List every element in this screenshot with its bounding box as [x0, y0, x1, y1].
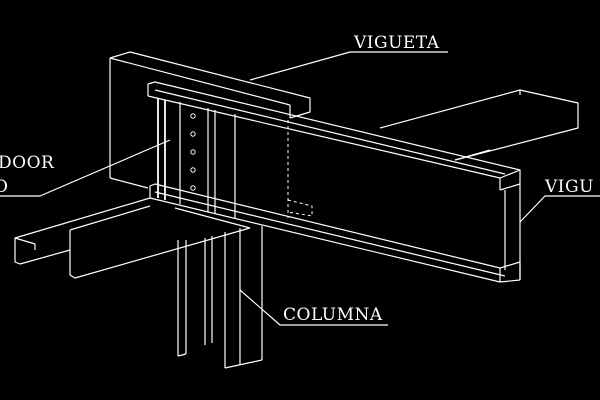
connector-plate [157, 98, 313, 218]
viga-leader [519, 195, 600, 223]
conector-leader [0, 139, 171, 197]
vigueta-leader [249, 51, 448, 81]
columna-leader [239, 289, 388, 326]
label-conector-line1: DOOR [0, 153, 55, 173]
viga-main-girder [147, 81, 521, 283]
label-vigueta: VIGUETA [353, 33, 440, 53]
vigueta-top-beam [109, 51, 311, 189]
vigueta-back-beam [379, 89, 579, 161]
label-columna: COLUMNA [283, 305, 383, 325]
label-viga: VIGU [544, 177, 594, 197]
leader-lines [0, 51, 600, 326]
label-conector-line2: O [0, 177, 8, 197]
column [177, 226, 263, 369]
front-left-joist [14, 197, 251, 279]
